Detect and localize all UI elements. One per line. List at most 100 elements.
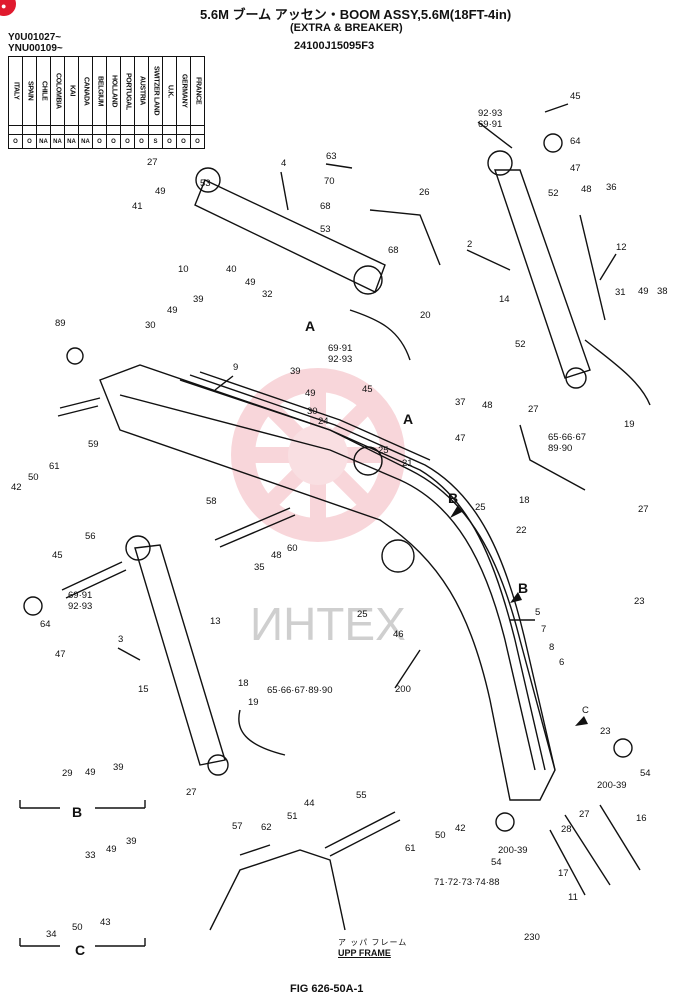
part-callout: 52 — [548, 188, 559, 199]
section-label: B — [72, 804, 82, 820]
part-callout: 42 — [11, 482, 22, 493]
part-callout: 48 — [482, 400, 493, 411]
part-callout: 92·93 — [68, 601, 92, 612]
part-callout: 14 — [499, 294, 510, 305]
section-arrow-b-upper — [450, 505, 462, 518]
part-callout: 62 — [261, 822, 272, 833]
part-callout: 69·91 — [328, 343, 352, 354]
part-callout: 32 — [262, 289, 273, 300]
part-callout: 65·66·67 — [548, 432, 586, 443]
part-callout: 29 — [62, 768, 73, 779]
part-callout: 21 — [402, 458, 413, 469]
part-callout: 61 — [49, 461, 60, 472]
serial-range-1: Y0U01027~ — [8, 32, 62, 43]
watermark-text: ИНТЕХ — [250, 598, 406, 650]
boom-body — [99, 364, 556, 801]
watermark-logo — [231, 368, 405, 542]
part-callout: 25 — [357, 609, 368, 620]
boom-cylinder-lower — [134, 544, 226, 766]
part-callout: 58 — [206, 496, 217, 507]
part-callout: 51 — [287, 811, 298, 822]
country-gap-cell — [64, 125, 79, 135]
country-mark: NA — [50, 134, 65, 149]
part-callout: 23 — [600, 726, 611, 737]
country-mark: O — [106, 134, 121, 149]
country-name: GERMANY — [176, 56, 191, 126]
part-callout: 25 — [378, 445, 389, 456]
country-name: HOLLAND — [106, 56, 121, 126]
part-callout: 33 — [85, 850, 96, 861]
part-callout: 200 — [395, 684, 411, 695]
section-label: C — [75, 942, 85, 958]
part-callout: 23 — [634, 596, 645, 607]
country-name: SPAIN — [22, 56, 37, 126]
section-label: A — [403, 411, 413, 427]
country-gap-cell — [8, 125, 23, 135]
part-callout: 11 — [568, 892, 578, 903]
part-callout: 9 — [233, 362, 238, 373]
country-mark: O — [22, 134, 37, 149]
page-title: 5.6M ブーム アッセン・BOOM ASSY,5.6M(18FT-4in) — [200, 7, 512, 22]
part-callout: 38 — [657, 286, 668, 297]
part-callout: 65·66·67·89·90 — [267, 685, 333, 696]
part-callout: 46 — [393, 629, 404, 640]
boom-cylinder-upper — [194, 179, 386, 293]
part-callout: 8 — [549, 642, 554, 653]
country-gap-cell — [106, 125, 121, 135]
country-mark: O — [92, 134, 107, 149]
part-callout: C — [582, 705, 589, 716]
part-callout: 57 — [232, 821, 243, 832]
part-callout: 27 — [579, 809, 590, 820]
part-callout: 92·93 — [478, 108, 502, 119]
country-gap-cell — [162, 125, 177, 135]
part-callout: 3 — [118, 634, 123, 645]
section-arrow-c — [575, 716, 588, 726]
part-callout: 30 — [307, 406, 318, 417]
part-callout: 43 — [100, 917, 111, 928]
part-callout: 28 — [561, 824, 572, 835]
part-callout: 7 — [541, 624, 546, 635]
part-callout: 18 — [519, 495, 530, 506]
part-callout: 22 — [516, 525, 527, 536]
part-callout: 53 — [200, 178, 211, 189]
part-callout: 16 — [636, 813, 647, 824]
arm-cylinder — [494, 169, 591, 379]
part-callout: 48 — [271, 550, 282, 561]
part-callout: 60 — [287, 543, 298, 554]
country-gap-cell — [36, 125, 51, 135]
part-callout: 30 — [145, 320, 156, 331]
country-name: BELGIUM — [92, 56, 107, 126]
part-callout: 89·90 — [548, 443, 572, 454]
part-callout: 45 — [52, 550, 63, 561]
part-callout: 50 — [435, 830, 446, 841]
group-b-bracket — [19, 800, 146, 809]
part-callout: 6 — [559, 657, 564, 668]
part-callout: 26 — [419, 187, 430, 198]
part-callout: 47 — [55, 649, 66, 660]
part-callout: 69·91 — [68, 590, 92, 601]
country-mark: O — [120, 134, 135, 149]
part-callout: 27 — [147, 157, 158, 168]
country-gap-cell — [22, 125, 37, 135]
upper-frame-label: UPP FRAME — [338, 948, 391, 958]
part-callout: 49 — [85, 767, 96, 778]
country-name: FRANCE — [190, 56, 205, 126]
part-callout: 36 — [606, 182, 617, 193]
country-gap-cell — [134, 125, 149, 135]
part-callout: 50 — [72, 922, 83, 933]
country-name: CHILE — [36, 56, 51, 126]
country-name: ITALY — [8, 56, 23, 126]
country-mark: O — [190, 134, 205, 149]
country-gap-cell — [190, 125, 205, 135]
country-gap-cell — [120, 125, 135, 135]
serial-range-2: YNU00109~ — [8, 43, 63, 54]
part-callout: 18 — [238, 678, 249, 689]
part-callout: 27 — [528, 404, 539, 415]
section-label: B — [448, 490, 458, 506]
part-callout: 45 — [362, 384, 373, 395]
part-callout: 49 — [167, 305, 178, 316]
part-callout: 69·91 — [478, 119, 502, 130]
group-c-bracket — [19, 938, 146, 947]
part-callout: 34 — [46, 929, 57, 940]
part-callout: 39 — [113, 762, 124, 773]
